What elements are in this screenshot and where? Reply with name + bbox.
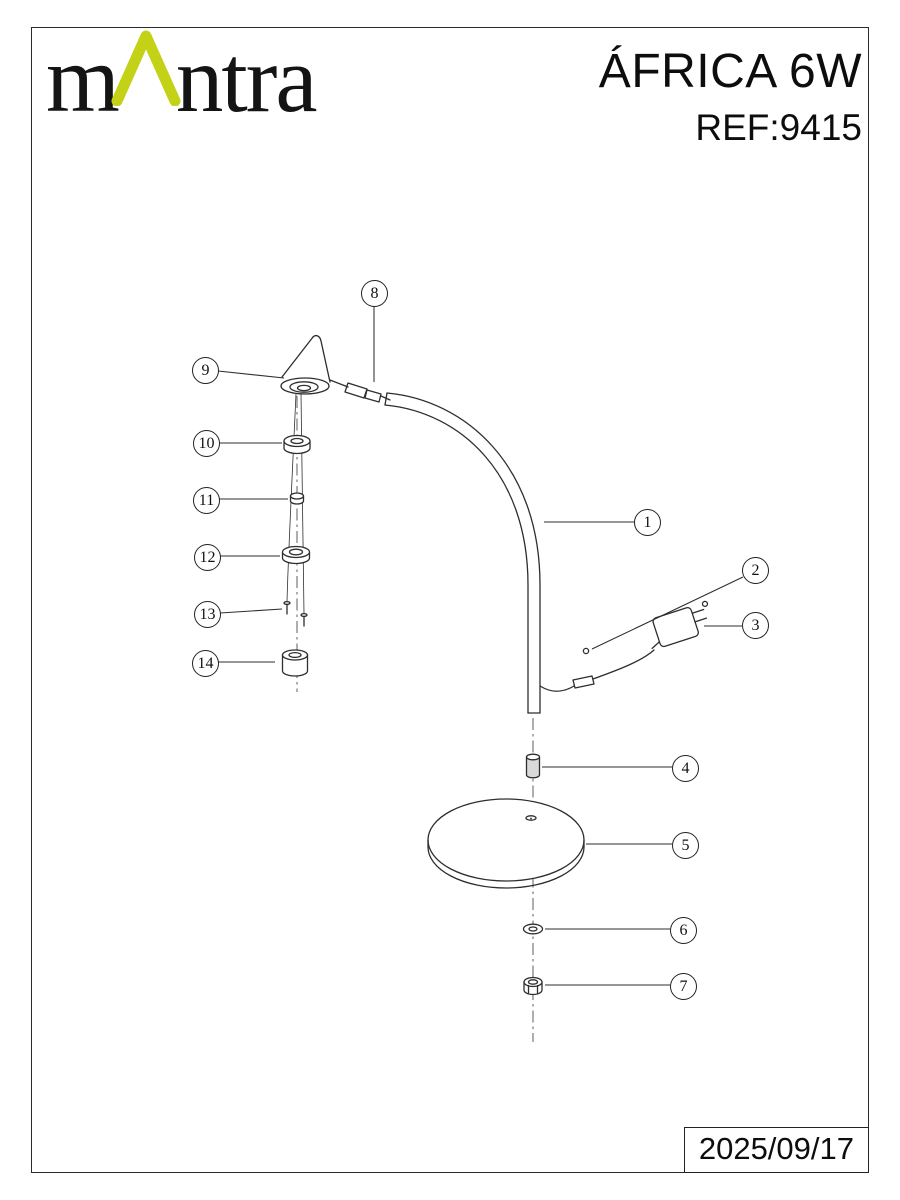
callout-10: 10 — [193, 430, 220, 457]
callout-9: 9 — [192, 357, 219, 384]
title-block: ÁFRICA 6W REF:9415 — [599, 44, 862, 149]
callout-13: 13 — [194, 601, 221, 628]
callout-1-label: 1 — [643, 513, 652, 531]
callout-2-label: 2 — [751, 561, 760, 579]
nut — [523, 976, 543, 996]
callout-2: 2 — [742, 557, 769, 584]
arm-connector — [329, 379, 391, 403]
shade-ring — [283, 434, 311, 455]
leader-2 — [591, 576, 744, 650]
brand-logo: m ntra — [46, 26, 318, 132]
screw-pair — [283, 600, 308, 627]
product-ref: REF:9415 — [695, 107, 862, 148]
washer — [522, 923, 544, 935]
mount-ring — [281, 545, 311, 565]
callout-8-label: 8 — [370, 284, 379, 302]
date-box: 2025/09/17 — [683, 1127, 869, 1173]
lock-nut — [289, 492, 305, 505]
callout-5: 5 — [672, 832, 699, 859]
callout-11: 11 — [193, 487, 220, 514]
lamp-arm — [384, 392, 541, 714]
base-disc — [427, 798, 585, 889]
callout-6-label: 6 — [679, 921, 688, 939]
callout-10-label: 10 — [198, 434, 215, 452]
inline-connector — [572, 675, 595, 689]
callout-14: 14 — [192, 650, 219, 677]
head-wires — [286, 393, 305, 615]
logo-caret-icon — [111, 30, 181, 106]
callout-13-label: 13 — [199, 605, 216, 623]
callout-12-label: 12 — [199, 548, 216, 566]
stem-sleeve — [525, 753, 541, 779]
leader-9 — [217, 370, 285, 379]
callout-3: 3 — [742, 612, 769, 639]
callout-14-label: 14 — [197, 654, 214, 672]
callout-3-label: 3 — [751, 616, 760, 634]
set-screw — [582, 647, 590, 655]
power-adapter — [651, 600, 709, 650]
leader-13 — [219, 608, 283, 614]
callout-5-label: 5 — [681, 836, 690, 854]
leader-lines — [217, 306, 744, 986]
logo-text-prefix: m — [46, 26, 120, 132]
callout-6: 6 — [670, 917, 697, 944]
date-text: 2025/09/17 — [698, 1131, 854, 1166]
callout-7: 7 — [670, 973, 697, 1000]
callout-1: 1 — [634, 509, 661, 536]
power-cord — [539, 647, 655, 692]
callout-8: 8 — [361, 280, 388, 307]
callout-7-label: 7 — [679, 977, 688, 995]
callout-12: 12 — [194, 544, 221, 571]
callout-11-label: 11 — [198, 491, 215, 509]
callout-4-label: 4 — [681, 759, 690, 777]
callout-4: 4 — [672, 755, 699, 782]
logo-text-suffix: ntra — [175, 26, 318, 132]
lamp-head — [280, 334, 331, 395]
callout-9-label: 9 — [201, 361, 210, 379]
spacer-cylinder — [281, 649, 309, 677]
product-title: ÁFRICA 6W — [598, 45, 862, 98]
